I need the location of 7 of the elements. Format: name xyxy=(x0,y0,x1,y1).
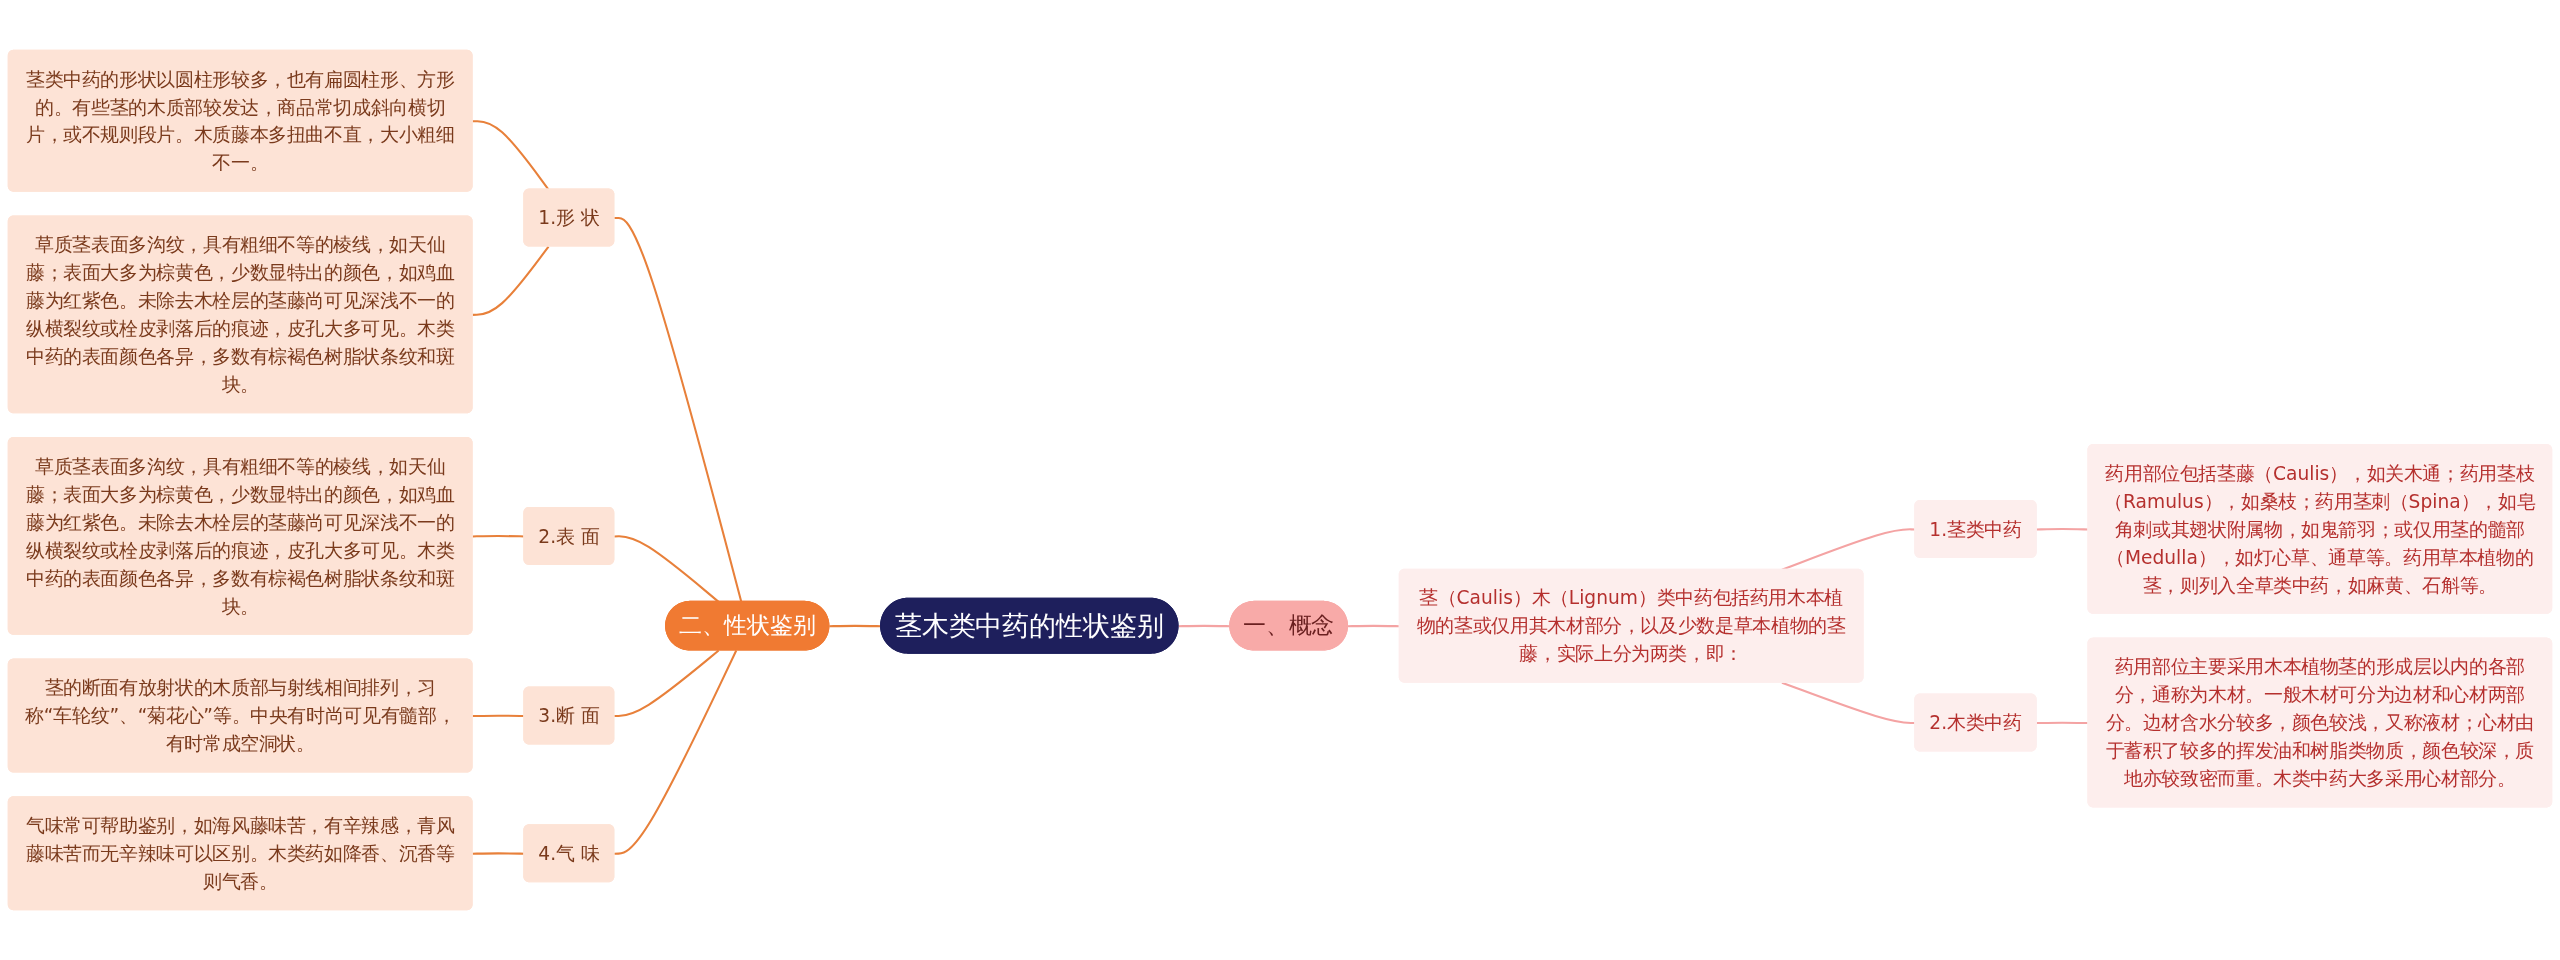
connector xyxy=(614,650,738,855)
connector xyxy=(1348,624,1400,628)
connector xyxy=(472,245,550,316)
connector xyxy=(614,216,743,603)
connector xyxy=(614,535,720,603)
connector xyxy=(472,120,550,191)
connector xyxy=(614,649,720,718)
